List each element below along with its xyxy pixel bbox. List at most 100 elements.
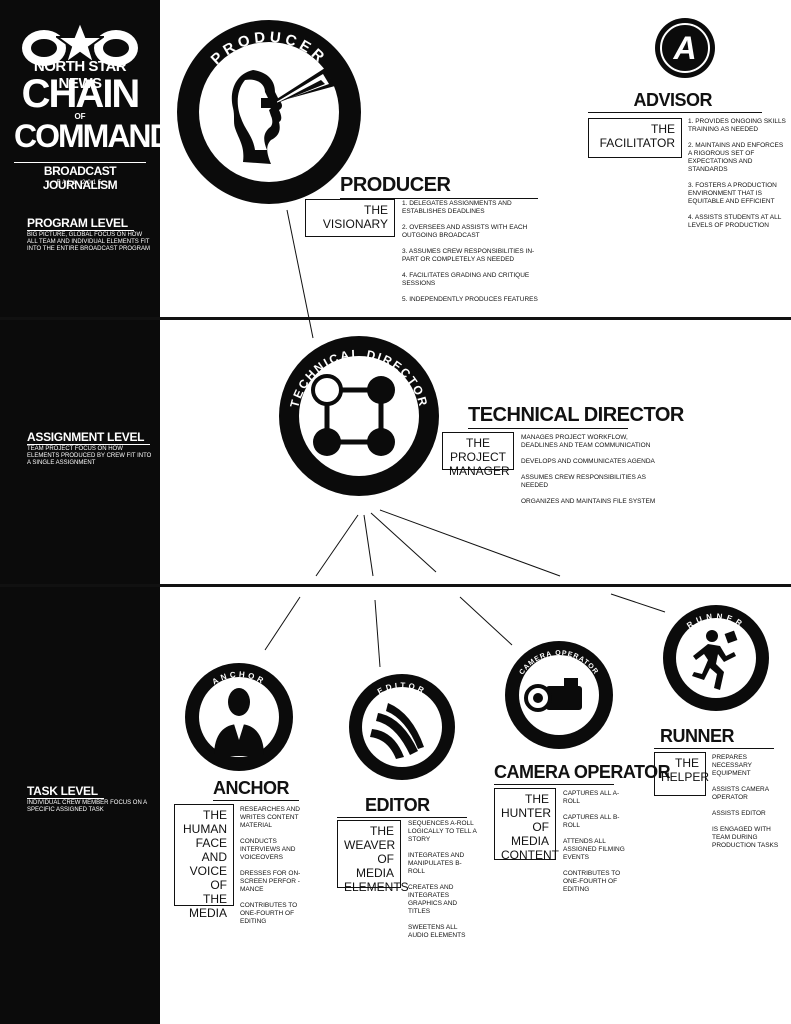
task-level-title: TASK LEVEL <box>27 784 104 799</box>
editor-duty: Integrates and manipulates B-roll <box>408 852 465 875</box>
assignment-level-title: ASSIGNMENT LEVEL <box>27 430 151 445</box>
camera-operator-duty: Contributes to one-fourth of editing <box>563 870 621 893</box>
film-strips-icon <box>370 703 424 759</box>
producer-duty: 1. Delegates assignments and establishes… <box>402 200 512 215</box>
sidebar <box>0 0 160 1024</box>
advisor-tag: THE FACILITATOR <box>588 118 682 158</box>
advisor-duty: 1. Provides ongoing skills training as n… <box>688 118 786 133</box>
producer-duty: 2. Oversees and assists with each outgoi… <box>402 224 528 239</box>
technical-director-title: TECHNICAL DIRECTOR <box>468 404 684 429</box>
connector-td-2 <box>363 514 374 577</box>
advisor-duty: 2. Maintains and enforces a rigorous set… <box>688 142 784 173</box>
advisor-tag-line1: THE <box>651 122 675 136</box>
anchor-badge: ANCHOR <box>185 663 293 771</box>
editor-badge: EDITOR <box>349 674 455 780</box>
connector-td-3 <box>370 512 437 573</box>
camera-operator-duties: Captures all A-roll Captures all B-roll … <box>563 790 625 902</box>
program-level-description: Big picture, global focus on how all tea… <box>27 232 151 252</box>
technical-director-duty: Develops and communicates agenda <box>521 458 655 465</box>
anchor-person-icon <box>214 688 264 756</box>
anchor-duty: Contributes to one-fourth of editing <box>240 902 298 925</box>
technical-director-duties: Manages project workflow, deadlines and … <box>521 434 661 514</box>
camera-operator-duty: Attends all assigned filming events <box>563 838 625 861</box>
anchor-duty: Conducts interviews and voiceovers <box>240 838 296 861</box>
editor-tag-line: OF MEDIA <box>355 852 394 880</box>
camera-operator-title: CAMERA OPERATOR <box>494 762 671 785</box>
editor-tag-line: WEAVER <box>344 838 396 852</box>
anchor-duty: Researches and writes content material <box>240 806 300 829</box>
producer-tag-line1: THE <box>364 203 388 217</box>
anchor-tag-line: VOICE OF <box>189 864 227 892</box>
producer-profile-icon <box>231 68 335 164</box>
producer-duties: 1. Delegates assignments and establishes… <box>402 200 542 312</box>
technical-director-tag: THE PROJECT MANAGER <box>442 432 514 478</box>
anchor-tag-line: THE <box>203 892 227 906</box>
producer-duty: 5. Independently produces features <box>402 296 538 303</box>
runner-tag-line: HELPER <box>661 770 710 784</box>
runner-title: RUNNER <box>654 726 774 749</box>
connector-td-1 <box>315 514 359 577</box>
anchor-title: ANCHOR <box>213 778 299 801</box>
anchor-tag-line: MEDIA <box>188 906 227 920</box>
connector-anchor <box>264 596 301 651</box>
producer-tag-line2: VISIONARY <box>322 217 388 231</box>
star-icon <box>56 22 104 64</box>
anchor-tag-line: FACE AND <box>195 836 227 864</box>
editor-tag-line: THE <box>370 824 394 838</box>
camera-operator-tag-line: OF MEDIA <box>510 820 549 848</box>
runner-duty: Prepares necessary equipment <box>712 754 752 777</box>
workflow-nodes-icon <box>311 374 395 456</box>
runner-tag: THE HELPER <box>654 752 710 796</box>
camera-operator-tag-line: HUNTER <box>501 806 551 820</box>
producer-duty: 4. Facilitates grading and critique sess… <box>402 272 530 287</box>
camera-operator-tag: THE HUNTER OF MEDIA CONTENT <box>494 788 559 862</box>
runner-tag-line: THE <box>675 756 699 770</box>
masthead-term: FALL 2015 <box>56 180 104 186</box>
advisor-duties: 1. Provides ongoing skills training as n… <box>688 118 788 238</box>
anchor-duty: Dresses for on-screen perfor - mance <box>240 870 301 893</box>
producer-duty: 3. Assumes crew responsibilities in-part… <box>402 248 535 263</box>
technical-director-tag-line1: THE PROJECT <box>449 436 506 464</box>
advisor-tag-line2: FACILITATOR <box>599 136 675 150</box>
editor-duty: Creates and integrates graphics and titl… <box>408 884 458 915</box>
anchor-tag: THE HUMAN FACE AND VOICE OF THE MEDIA <box>174 804 234 920</box>
anchor-tag-line: THE <box>203 808 227 822</box>
connector-td-4 <box>379 509 561 577</box>
editor-duty: Sequences A-roll logically to tell a sto… <box>408 820 477 843</box>
advisor-duty: 3. Fosters a production environment that… <box>688 182 777 205</box>
masthead-chain: CHAIN <box>21 72 141 116</box>
editor-duty: Sweetens all audio elements <box>408 924 466 939</box>
level-divider-2 <box>0 584 791 587</box>
connector-editor <box>374 599 381 668</box>
connector-producer-td <box>286 209 314 339</box>
advisor-badge-letter: A <box>672 30 696 66</box>
masthead-ring-left <box>22 30 66 66</box>
technical-director-duty: Organizes and maintains file system <box>521 498 656 505</box>
video-camera-icon <box>524 678 582 712</box>
masthead-subtitle: BROADCAST JOURNALISM <box>14 162 146 192</box>
connector-runner <box>610 593 666 613</box>
masthead-of: OF <box>74 112 86 121</box>
masthead-ring-right <box>94 30 138 66</box>
technical-director-tag-line2: MANAGER <box>449 464 510 478</box>
editor-duties: Sequences A-roll logically to tell a sto… <box>408 820 478 948</box>
camera-operator-tag-line: CONTENT <box>501 848 559 862</box>
runner-badge: RUNNER <box>663 605 769 711</box>
technical-director-duty: Assumes crew responsibilities as needed <box>521 474 646 489</box>
advisor-badge: A <box>655 18 715 78</box>
producer-title: PRODUCER <box>340 174 538 199</box>
camera-operator-tag-line: THE <box>525 792 549 806</box>
editor-title: EDITOR <box>337 795 467 818</box>
runner-duty: Is engaged with team during production t… <box>712 826 779 849</box>
camera-operator-badge: CAMERA OPERATOR <box>505 641 613 749</box>
assignment-level-description: Team project focus on how elements produ… <box>27 446 152 466</box>
advisor-title: ADVISOR <box>588 90 762 113</box>
technical-director-badge: TECHNICAL DIRECTOR <box>279 336 439 496</box>
masthead-top-line: NORTH STAR NEWS <box>33 58 127 92</box>
anchor-duties: Researches and writes content material C… <box>240 806 310 934</box>
runner-duty: Assists editor <box>712 810 766 817</box>
technical-director-duty: Manages project workflow, deadlines and … <box>521 434 651 449</box>
runner-duty: Assists camera operator <box>712 786 769 801</box>
editor-tag-line: ELEMENTS <box>344 880 409 894</box>
